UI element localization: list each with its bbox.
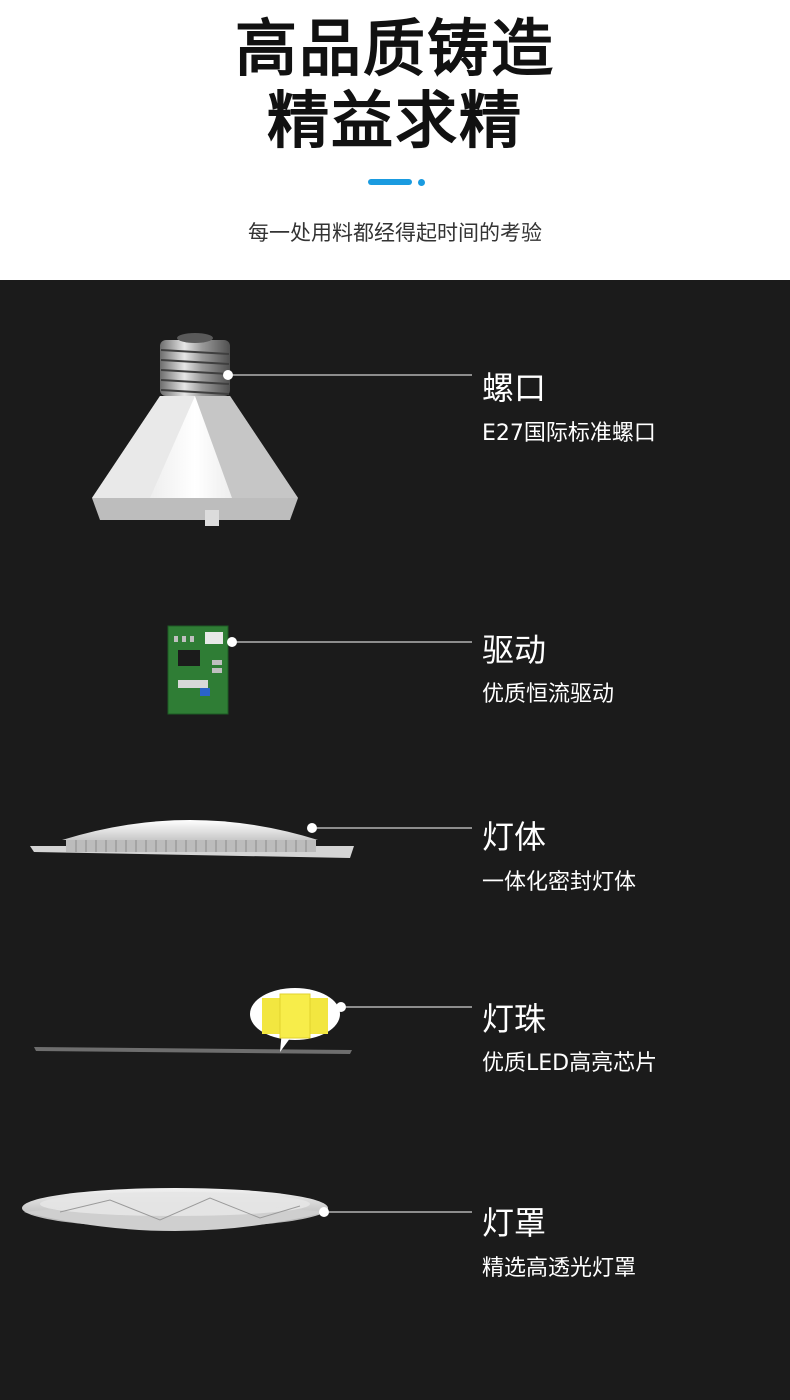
component-name-shade: 灯罩 — [482, 1204, 547, 1242]
component-name-led: 灯珠 — [482, 1000, 547, 1038]
header-section: 高品质铸造 精益求精 每一处用料都经得起时间的考验 — [0, 0, 790, 280]
accent-dash — [368, 179, 412, 185]
headline-line-2: 精益求精 — [266, 84, 523, 157]
component-desc-driver: 优质恒流驱动 — [482, 682, 615, 707]
component-desc-screw: E27国际标准螺口 — [482, 421, 656, 446]
lamp-body-part — [30, 820, 354, 858]
driver-board-part — [167, 625, 229, 715]
leader-lines — [228, 374, 472, 1213]
headline-line-1: 高品质铸造 — [234, 12, 555, 85]
component-desc-shade: 精选高透光灯罩 — [482, 1256, 637, 1281]
accent-dot — [418, 179, 425, 186]
component-desc-led: 优质LED高亮芯片 — [482, 1051, 658, 1076]
led-chip-part — [34, 988, 352, 1054]
component-name-body: 灯体 — [482, 818, 547, 856]
lamp-shade-part — [22, 1188, 328, 1231]
component-name-driver: 驱动 — [482, 631, 547, 669]
component-desc-body: 一体化密封灯体 — [482, 870, 637, 895]
component-name-screw: 螺口 — [482, 369, 547, 407]
screw-base-part — [92, 333, 298, 526]
leader-dots — [223, 370, 346, 1217]
subtitle: 每一处用料都经得起时间的考验 — [248, 221, 542, 245]
